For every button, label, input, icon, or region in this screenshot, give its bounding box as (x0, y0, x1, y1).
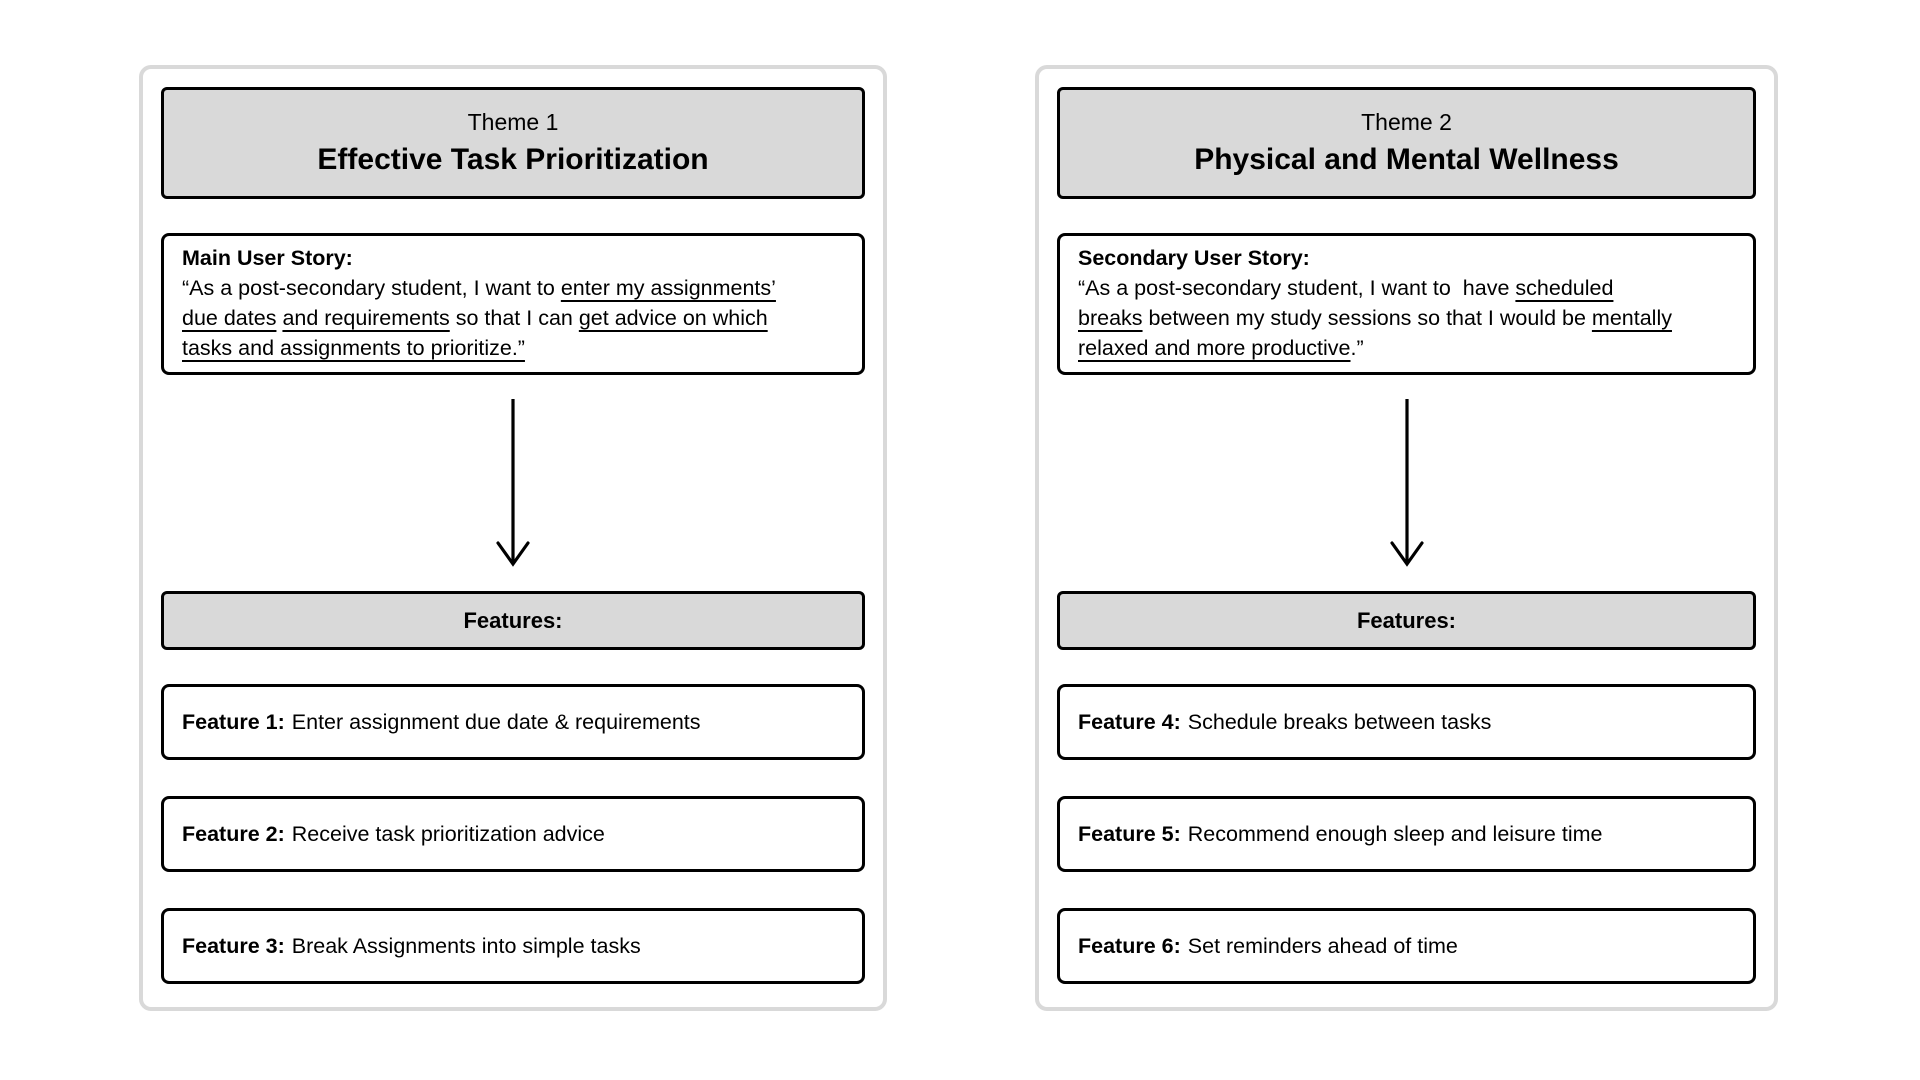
feature-label: Feature 4: (1078, 709, 1181, 734)
feature-6-box: Feature 6: Set reminders ahead of time (1057, 908, 1756, 984)
theme-number-label: Theme 1 (467, 109, 559, 136)
features-header-label: Features: (463, 607, 563, 633)
feature-text: Recommend enough sleep and leisure time (1187, 821, 1603, 846)
secondary-user-story-box: Secondary User Story: “As a post-seconda… (1057, 233, 1756, 375)
feature-label: Feature 6: (1078, 933, 1181, 958)
theme-title: Physical and Mental Wellness (1194, 142, 1619, 176)
feature-4-box: Feature 4: Schedule breaks between tasks (1057, 684, 1756, 760)
down-arrow-icon (161, 396, 865, 570)
feature-3-box: Feature 3: Break Assignments into simple… (161, 908, 865, 984)
theme-1-panel: Theme 1 Effective Task Prioritization Ma… (139, 65, 887, 1011)
user-story-text: “As a post-secondary student, I want to … (1078, 276, 1672, 360)
feature-5-box: Feature 5: Recommend enough sleep and le… (1057, 796, 1756, 872)
feature-1-box: Feature 1: Enter assignment due date & r… (161, 684, 865, 760)
features-header-bar: Features: (161, 591, 865, 650)
user-story-label: Secondary User Story: (1078, 246, 1310, 270)
feature-label: Feature 5: (1078, 821, 1181, 846)
theme-1-header-box: Theme 1 Effective Task Prioritization (161, 87, 865, 199)
user-story-label: Main User Story: (182, 246, 353, 270)
user-story-text: “As a post-secondary student, I want to … (182, 276, 776, 360)
theme-title: Effective Task Prioritization (317, 142, 709, 176)
feature-text: Schedule breaks between tasks (1187, 709, 1492, 734)
feature-text: Enter assignment due date & requirements (291, 709, 701, 734)
features-header-bar: Features: (1057, 591, 1756, 650)
feature-text: Set reminders ahead of time (1187, 933, 1458, 958)
feature-label: Feature 2: (182, 821, 285, 846)
feature-label: Feature 1: (182, 709, 285, 734)
theme-2-header-box: Theme 2 Physical and Mental Wellness (1057, 87, 1756, 199)
feature-2-box: Feature 2: Receive task prioritization a… (161, 796, 865, 872)
feature-label: Feature 3: (182, 933, 285, 958)
features-header-label: Features: (1356, 607, 1457, 633)
theme-number-label: Theme 2 (1361, 109, 1452, 136)
feature-text: Break Assignments into simple tasks (291, 933, 641, 958)
theme-2-panel: Theme 2 Physical and Mental Wellness Sec… (1035, 65, 1778, 1011)
main-user-story-box: Main User Story: “As a post-secondary st… (161, 233, 865, 375)
down-arrow-icon (1057, 396, 1756, 570)
feature-text: Receive task prioritization advice (291, 821, 605, 846)
